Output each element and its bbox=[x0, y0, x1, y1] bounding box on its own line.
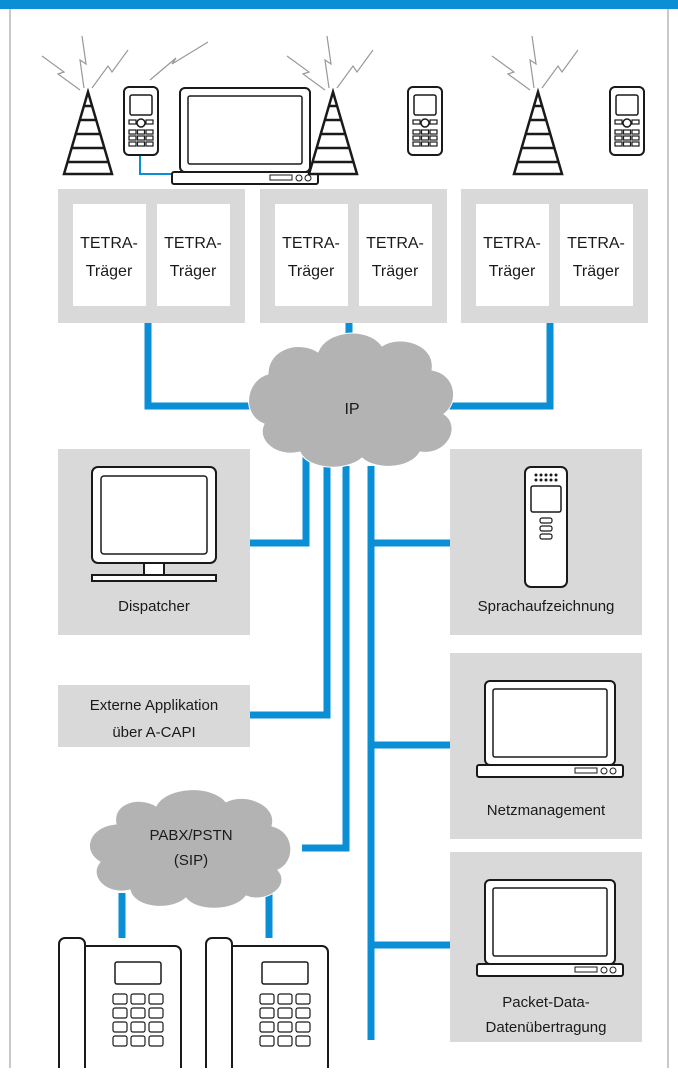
link-pbx bbox=[302, 466, 350, 852]
carrier-label-line1: TETRA- bbox=[483, 235, 541, 252]
desk-phone-icon bbox=[58, 937, 182, 1073]
carrier-label-line2: Träger bbox=[372, 263, 419, 280]
pbx-cloud-line2: (SIP) bbox=[174, 852, 208, 869]
tetra-carrier-box bbox=[73, 204, 146, 306]
mobile-handset-icon bbox=[407, 86, 443, 156]
packet-data-line2: Datenübertragung bbox=[486, 1019, 607, 1036]
carrier-label-line1: TETRA- bbox=[164, 235, 222, 252]
network-management-label: Netzmanagement bbox=[487, 802, 606, 819]
base-station-2: TETRA- Träger TETRA- Träger bbox=[260, 189, 447, 323]
desk-phone-icon bbox=[205, 937, 329, 1073]
tetra-carrier-box bbox=[157, 204, 230, 306]
ip-cloud-label: IP bbox=[344, 401, 359, 418]
link-external-app bbox=[250, 463, 331, 719]
carrier-label-line2: Träger bbox=[573, 263, 620, 280]
monitor-icon bbox=[91, 466, 217, 582]
laptop-icon bbox=[476, 680, 624, 778]
base-station-1: TETRA- Träger TETRA- Träger bbox=[58, 189, 245, 323]
mobile-handset-icon bbox=[123, 86, 159, 156]
packet-data-box: Packet-Data- Datenübertragung bbox=[450, 852, 642, 1042]
packet-data-line1: Packet-Data- bbox=[502, 994, 590, 1011]
top-accent-bar bbox=[0, 0, 678, 9]
dispatcher-label: Dispatcher bbox=[118, 598, 190, 615]
voice-recorder-icon bbox=[524, 466, 568, 588]
external-application-box: Externe Applikation über A-CAPI bbox=[58, 685, 250, 747]
voice-recording-box: Sprachaufzeichnung bbox=[450, 449, 642, 635]
laptop-icon bbox=[171, 87, 319, 185]
external-app-line2: über A-CAPI bbox=[112, 724, 195, 741]
carrier-label-line1: TETRA- bbox=[567, 235, 625, 252]
base-station-3: TETRA- Träger TETRA- Träger bbox=[461, 189, 648, 323]
external-app-line1: Externe Applikation bbox=[90, 697, 218, 714]
laptop-icon bbox=[476, 879, 624, 977]
carrier-label-line2: Träger bbox=[86, 263, 133, 280]
carrier-label-line1: TETRA- bbox=[80, 235, 138, 252]
tower-lightning bbox=[149, 41, 209, 81]
link-bs3-ip bbox=[446, 320, 554, 410]
carrier-label-line2: Träger bbox=[489, 263, 536, 280]
carrier-label-line2: Träger bbox=[288, 263, 335, 280]
carrier-label-line2: Träger bbox=[170, 263, 217, 280]
ip-cloud: IP bbox=[248, 332, 454, 468]
tetra-carrier-box bbox=[275, 204, 348, 306]
tetra-carrier-box bbox=[359, 204, 432, 306]
radio-tower-icon bbox=[40, 34, 130, 176]
mobile-handset-icon bbox=[609, 86, 645, 156]
tetra-carrier-box bbox=[476, 204, 549, 306]
link-dispatcher bbox=[250, 455, 310, 547]
dispatcher-box: Dispatcher bbox=[58, 449, 250, 635]
carrier-label-line1: TETRA- bbox=[282, 235, 340, 252]
link-bs1-ip bbox=[144, 320, 258, 410]
voice-recording-label: Sprachaufzeichnung bbox=[478, 598, 615, 615]
network-links bbox=[118, 320, 554, 1040]
network-management-box: Netzmanagement bbox=[450, 653, 642, 839]
tetra-carrier-box bbox=[560, 204, 633, 306]
pbx-cloud: PABX/PSTN (SIP) bbox=[88, 789, 292, 909]
carrier-label-line1: TETRA- bbox=[366, 235, 424, 252]
pbx-cloud-line1: PABX/PSTN bbox=[149, 827, 232, 844]
radio-tower-icon bbox=[490, 34, 580, 176]
